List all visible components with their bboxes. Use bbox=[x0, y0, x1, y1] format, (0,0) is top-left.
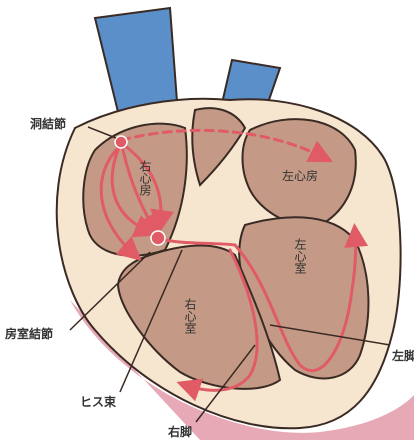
sa-node-label: 洞結節 bbox=[30, 116, 66, 131]
left-atrium-label: 左心房 bbox=[282, 168, 318, 183]
av-node bbox=[151, 231, 165, 245]
right-branch-label: 右脚 bbox=[167, 424, 192, 439]
left-ventricle-label: 左心室 bbox=[293, 237, 307, 274]
left-branch-label: 左脚 bbox=[391, 348, 414, 363]
right-atrium-label: 右心房 bbox=[138, 159, 152, 196]
av-node-label: 房室結節 bbox=[5, 326, 53, 341]
his-bundle-label: ヒス束 bbox=[80, 394, 117, 409]
right-ventricle-label: 右心室 bbox=[183, 297, 197, 334]
sa-node bbox=[115, 136, 127, 148]
